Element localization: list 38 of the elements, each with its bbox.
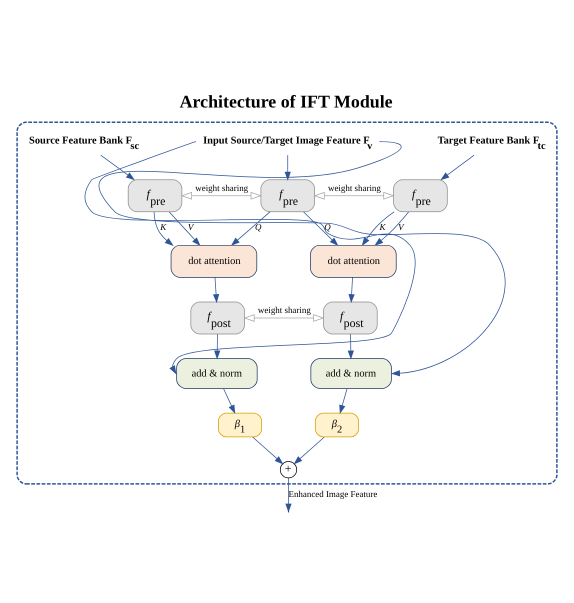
arrow <box>303 212 338 246</box>
edge-label: K <box>160 222 166 232</box>
edge-label: weight sharing <box>258 305 311 316</box>
arrow <box>154 212 174 246</box>
arrow <box>230 211 270 246</box>
arrow <box>252 436 284 464</box>
arrow <box>214 334 220 360</box>
cluster <box>16 122 558 485</box>
edge-label: Q <box>254 222 262 232</box>
arrow <box>440 154 474 180</box>
arrow <box>212 277 220 304</box>
arrow <box>294 436 325 464</box>
arrow <box>98 141 506 376</box>
edge-label: K <box>379 222 386 232</box>
diagram-title: Architecture of IFT Module <box>180 92 393 112</box>
node-box: add & norm <box>176 358 258 389</box>
node-box: add & norm <box>310 358 392 389</box>
node-box: dot attention <box>170 244 258 278</box>
arrow <box>168 212 201 246</box>
arrow <box>339 388 348 414</box>
arrow <box>362 211 395 246</box>
arrow <box>313 192 395 200</box>
edge-label: weight sharing <box>195 182 248 193</box>
edge-label: V <box>188 222 194 232</box>
arrow <box>84 141 416 375</box>
arrow <box>180 192 262 200</box>
arrow <box>284 154 291 181</box>
node-circle: + <box>280 461 298 478</box>
arrow <box>348 277 355 304</box>
arrow <box>374 212 410 246</box>
edge-label: V <box>398 222 404 232</box>
arrow <box>223 388 236 414</box>
node-box: dot attention <box>310 244 397 278</box>
arrow <box>100 154 135 180</box>
edge-label: weight sharing <box>328 182 381 193</box>
arrow <box>243 314 324 322</box>
edge-label: Q <box>324 222 331 232</box>
arrow <box>348 334 354 360</box>
